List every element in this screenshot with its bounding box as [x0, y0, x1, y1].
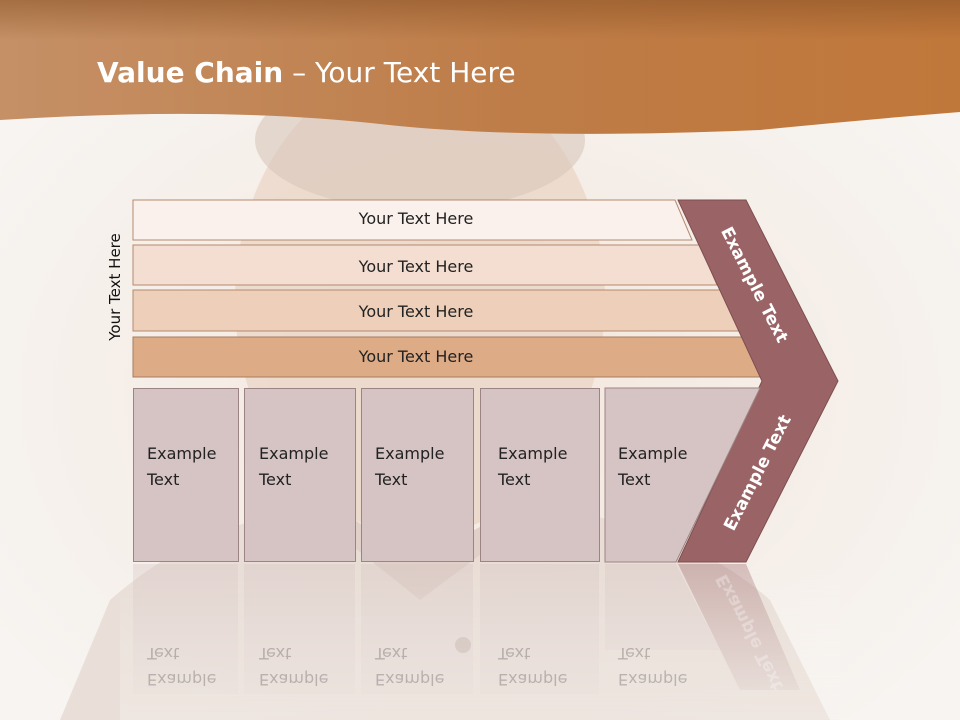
box-5-line1: Example: [618, 444, 688, 463]
box-5-text: Example Text: [618, 441, 687, 493]
box-3-text: Example Text: [375, 441, 444, 493]
box-1-text: Example Text: [147, 441, 216, 493]
box-1-reflection: Example Text: [147, 640, 216, 692]
box-1-line1: Example: [147, 444, 217, 463]
box-1: [133, 388, 239, 562]
box-3-reflection-line2: Text: [375, 644, 408, 663]
box-3-reflection-line1: Example: [375, 670, 445, 689]
title-bold: Value Chain: [97, 56, 284, 89]
box-3: [361, 388, 474, 562]
box-4-reflection-line2: Text: [498, 644, 531, 663]
page-title: Value Chain – Your Text Here: [97, 56, 516, 89]
bar-3-label: Your Text Here: [358, 302, 474, 321]
title-rest: – Your Text Here: [283, 56, 516, 89]
box-4-reflection-line1: Example: [498, 670, 568, 689]
box-2-reflection-line1: Example: [259, 670, 329, 689]
box-5-reflection-line1: Example: [618, 670, 688, 689]
reflection: [120, 564, 840, 720]
box-4-text: Example Text: [498, 441, 567, 493]
box-4-line2: Text: [498, 470, 531, 489]
box-1-reflection-line1: Example: [147, 670, 217, 689]
box-2-line1: Example: [259, 444, 329, 463]
box-5-line2: Text: [618, 470, 651, 489]
box-2-reflection-line2: Text: [259, 644, 292, 663]
box-5-shape: [604, 387, 761, 563]
bar-1: [132, 199, 693, 241]
bar-1-label: Your Text Here: [358, 209, 474, 228]
box-5-reflection-line2: Text: [618, 644, 651, 663]
box-3-line1: Example: [375, 444, 445, 463]
bar-2-label: Your Text Here: [358, 257, 474, 276]
chevron-arrow: [677, 199, 839, 563]
box-1-line2: Text: [147, 470, 180, 489]
header-band: [0, 0, 960, 134]
bar-4-label: Your Text Here: [358, 347, 474, 366]
box-5-reflection: Example Text: [618, 640, 687, 692]
box-2: [244, 388, 356, 562]
box-2-line2: Text: [259, 470, 292, 489]
box-3-line2: Text: [375, 470, 408, 489]
box-4: [480, 388, 600, 562]
box-4-line1: Example: [498, 444, 568, 463]
box-2-text: Example Text: [259, 441, 328, 493]
box-2-reflection: Example Text: [259, 640, 328, 692]
box-4-reflection: Example Text: [498, 640, 567, 692]
side-label: Your Text Here: [106, 233, 124, 341]
box-3-reflection: Example Text: [375, 640, 444, 692]
box-1-reflection-line2: Text: [147, 644, 180, 663]
